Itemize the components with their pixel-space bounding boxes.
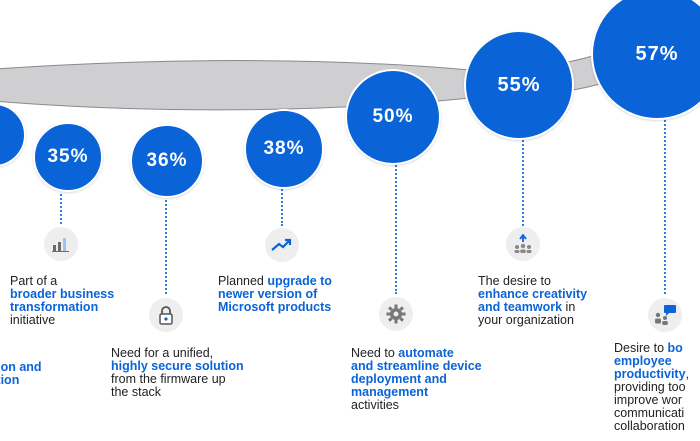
percent-label: 55% xyxy=(497,73,541,96)
percent-bubble: 57% xyxy=(591,0,700,120)
bar-chart-icon xyxy=(44,227,78,261)
caption-line: highly secure solution xyxy=(111,360,244,373)
percent-bubble: 55% xyxy=(464,30,574,140)
caption-text: The desire to xyxy=(478,274,551,288)
caption-text: activities xyxy=(351,398,399,412)
caption-text: Need for a unified, xyxy=(111,346,214,360)
caption-highlight: bo xyxy=(667,341,683,355)
caption-line: Need to automate xyxy=(351,347,482,360)
caption-line: and teamwork in xyxy=(478,301,587,314)
caption-text: the stack xyxy=(111,385,162,399)
caption-text: in xyxy=(562,300,576,314)
caption-line: transformation xyxy=(10,301,114,314)
caption-line: ation and xyxy=(0,361,42,374)
caption-text: Need to xyxy=(351,346,399,360)
percent-label: 38% xyxy=(263,138,305,159)
caption-line: and streamline device xyxy=(351,360,482,373)
caption-highlight: employee xyxy=(614,354,672,368)
caption-highlight: newer version of xyxy=(218,287,318,301)
caption-highlight: upgrade to xyxy=(267,274,332,288)
caption-text: improve wor xyxy=(614,393,683,407)
caption-text: Part of a xyxy=(10,274,58,288)
caption-line: activities xyxy=(351,399,482,412)
connector-line xyxy=(664,117,666,294)
caption-line: collaboration xyxy=(614,420,689,433)
connector-line xyxy=(395,162,397,294)
percent-label: 36% xyxy=(146,150,188,171)
caption-text: , xyxy=(685,367,690,381)
caption-line: broader business xyxy=(10,288,114,301)
connector-line xyxy=(522,137,524,226)
connector-line xyxy=(165,195,167,294)
trend-arrow-icon xyxy=(265,228,299,262)
percent-label: 57% xyxy=(635,42,679,65)
caption-highlight: ation and xyxy=(0,360,42,374)
caption-text: communicati xyxy=(614,406,685,420)
percent-bubble: 36% xyxy=(130,124,204,198)
driver-caption: ration andlation xyxy=(0,348,42,387)
percent-bubble: 50% xyxy=(345,69,441,165)
caption-highlight: highly secure solution xyxy=(111,359,244,373)
gear-icon xyxy=(379,297,413,331)
caption-highlight: lation xyxy=(0,373,20,387)
percent-bubble: 35% xyxy=(33,122,103,192)
caption-text: your organization xyxy=(478,313,574,327)
caption-text: collaboration xyxy=(614,419,685,433)
caption-line: Need for a unified, xyxy=(111,347,244,360)
caption-highlight: enhance creativity xyxy=(478,287,588,301)
driver-caption: Need for a unified,highly secure solutio… xyxy=(111,347,244,399)
caption-highlight: Microsoft products xyxy=(218,300,332,314)
connector-line xyxy=(60,189,62,224)
caption-line: The desire to xyxy=(478,275,587,288)
caption-line: employee xyxy=(614,355,689,368)
caption-line: improve wor xyxy=(614,394,689,407)
caption-text: Planned xyxy=(218,274,268,288)
caption-text: Desire to xyxy=(614,341,668,355)
caption-highlight: transformation xyxy=(10,300,99,314)
caption-line: providing too xyxy=(614,381,689,394)
caption-line: productivity, xyxy=(614,368,689,381)
caption-line: deployment and xyxy=(351,373,482,386)
caption-highlight: management xyxy=(351,385,429,399)
caption-highlight: and streamline device xyxy=(351,359,482,373)
chat-people-icon xyxy=(648,298,682,332)
caption-line: Planned upgrade to xyxy=(218,275,332,288)
caption-text: providing too xyxy=(614,380,686,394)
caption-highlight: deployment and xyxy=(351,372,447,386)
caption-line: management xyxy=(351,386,482,399)
caption-line: enhance creativity xyxy=(478,288,587,301)
caption-line: Part of a xyxy=(10,275,114,288)
caption-line: Desire to bo xyxy=(614,342,689,355)
caption-line: your organization xyxy=(478,314,587,327)
caption-line: Microsoft products xyxy=(218,301,332,314)
caption-text: from the firmware up xyxy=(111,372,226,386)
caption-line: lation xyxy=(0,374,42,387)
caption-highlight: automate xyxy=(398,346,454,360)
caption-line: from the firmware up xyxy=(111,373,244,386)
percent-bubble: 38% xyxy=(244,109,324,189)
caption-text: initiative xyxy=(10,313,56,327)
caption-line: communicati xyxy=(614,407,689,420)
caption-highlight: broader business xyxy=(10,287,115,301)
caption-line: newer version of xyxy=(218,288,332,301)
caption-highlight: and teamwork xyxy=(478,300,563,314)
caption-line: initiative xyxy=(10,314,114,327)
padlock-icon xyxy=(149,298,183,332)
percent-label: 50% xyxy=(372,106,414,127)
connector-line xyxy=(281,186,283,226)
team-growth-icon xyxy=(506,227,540,261)
caption-line: the stack xyxy=(111,386,244,399)
percent-label: 35% xyxy=(47,146,89,167)
caption-highlight: productivity xyxy=(614,367,686,381)
